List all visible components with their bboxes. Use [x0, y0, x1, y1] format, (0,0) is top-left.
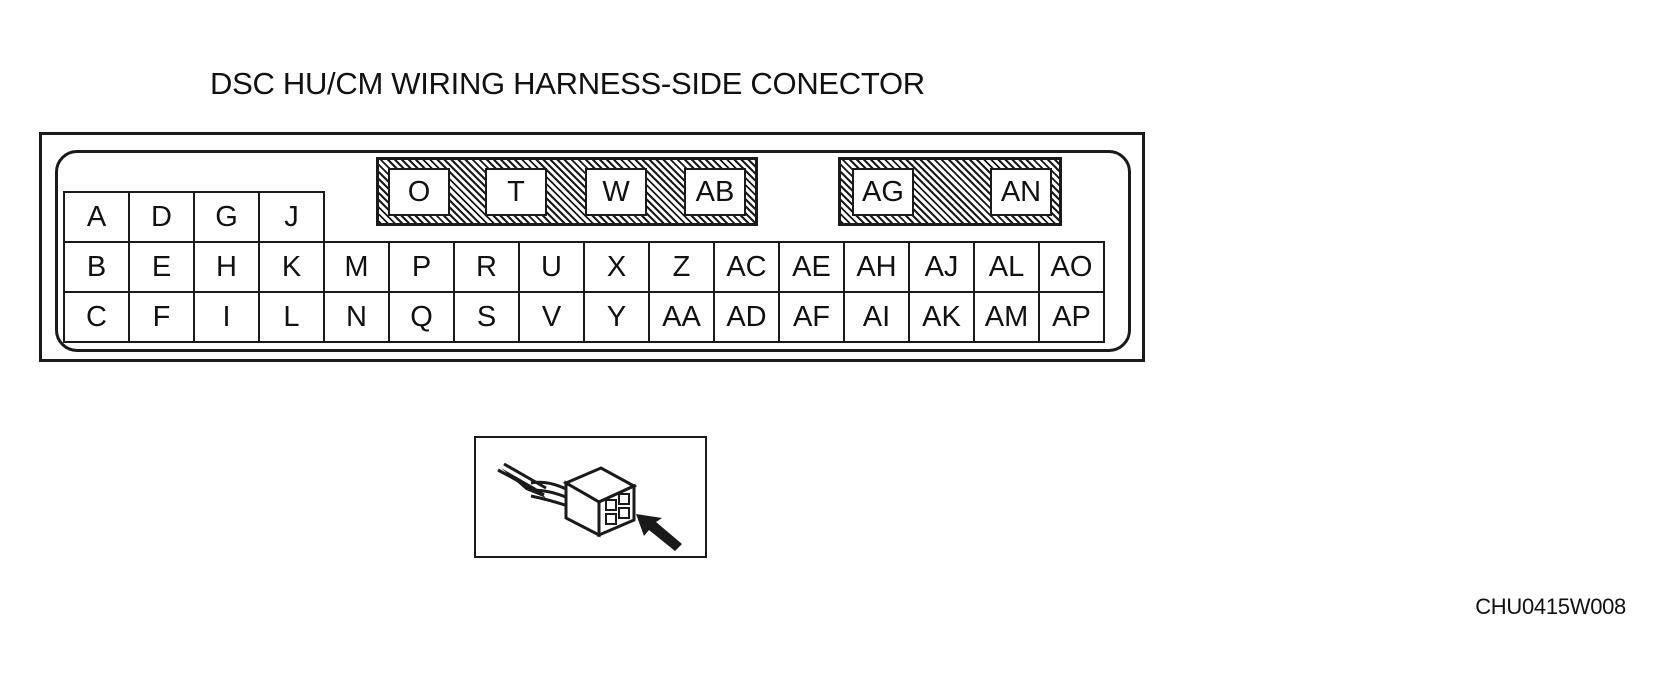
pin-cell: R [453, 241, 520, 293]
pin-cell: K [258, 241, 325, 293]
pin-cell: Y [583, 291, 650, 343]
pin-cell: D [128, 191, 195, 243]
connector-shell [55, 150, 1131, 352]
pin-cell: AN [990, 168, 1052, 216]
pin-cell: O [388, 168, 450, 216]
pin-cell: G [193, 191, 260, 243]
pin-cell: AG [852, 168, 914, 216]
pin-cell: I [193, 291, 260, 343]
pin-cell: AO [1038, 241, 1105, 293]
pin-cell: AH [843, 241, 910, 293]
pin-cell: AI [843, 291, 910, 343]
pin-cell: B [63, 241, 130, 293]
pin-cell: W [585, 168, 647, 216]
pin-cell: AB [684, 168, 746, 216]
diagram-title: DSC HU/CM WIRING HARNESS-SIDE CONECTOR [210, 66, 925, 101]
pin-cell: P [388, 241, 455, 293]
pin-cell: C [63, 291, 130, 343]
pin-cell: AE [778, 241, 845, 293]
pin-cell: H [193, 241, 260, 293]
pin-cell: Q [388, 291, 455, 343]
pin-cell: V [518, 291, 585, 343]
pin-cell: A [63, 191, 130, 243]
pin-cell: S [453, 291, 520, 343]
pin-cell: J [258, 191, 325, 243]
pin-cell: AM [973, 291, 1040, 343]
pin-cell: AA [648, 291, 715, 343]
pin-cell: N [323, 291, 390, 343]
pin-cell: X [583, 241, 650, 293]
pin-cell: F [128, 291, 195, 343]
harness-connector-view-icon [497, 462, 682, 551]
pin-cell: AF [778, 291, 845, 343]
pin-cell: AP [1038, 291, 1105, 343]
pin-cell: AD [713, 291, 780, 343]
pin-cell: Z [648, 241, 715, 293]
connector-view-icon-box [474, 436, 707, 558]
pin-cell: M [323, 241, 390, 293]
pin-cell: AC [713, 241, 780, 293]
pin-cell: E [128, 241, 195, 293]
pin-cell: AJ [908, 241, 975, 293]
pin-cell: AK [908, 291, 975, 343]
pin-cell: AL [973, 241, 1040, 293]
pin-cell: U [518, 241, 585, 293]
pin-cell: L [258, 291, 325, 343]
figure-reference-code: CHU0415W008 [1475, 594, 1626, 619]
connector-outer-frame [39, 132, 1145, 362]
pin-cell: T [485, 168, 547, 216]
